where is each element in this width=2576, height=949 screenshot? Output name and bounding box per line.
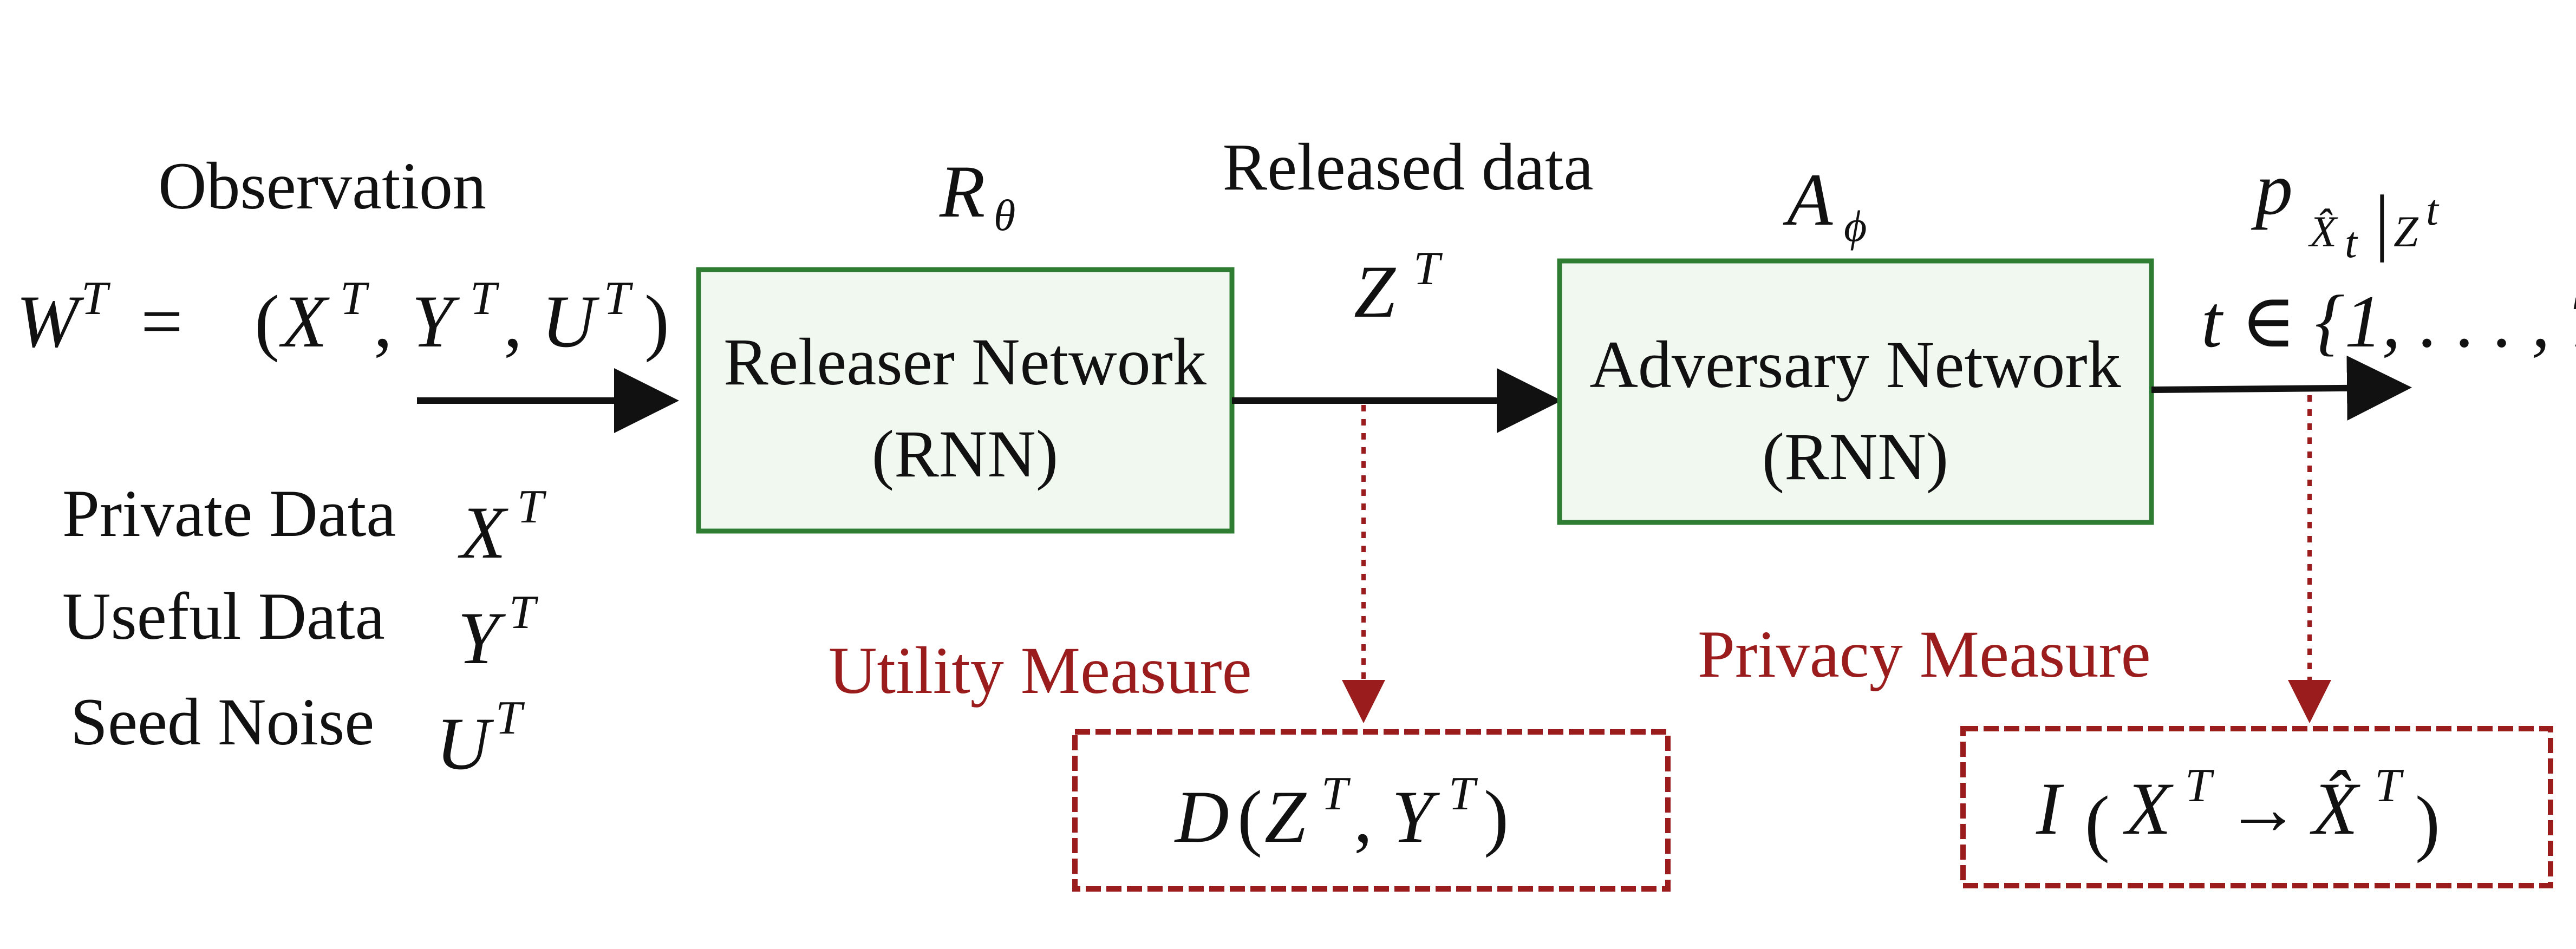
privacy-measure-label: Privacy Measure [1698, 617, 2151, 691]
private-data-sup: T [517, 481, 547, 533]
privacy-x-sup: T [2185, 760, 2215, 812]
observation-title: Observation [158, 149, 486, 223]
output-arrow [2151, 355, 2412, 421]
seed-noise-label: Seed Noise [70, 685, 374, 759]
output-xhat-sub: X̂ [2308, 207, 2338, 256]
seed-noise-symbol: U [436, 702, 494, 785]
releaser-network-box [696, 267, 1235, 534]
utility-formula: D ( Z T , Y T ) [1174, 768, 1509, 858]
tuple-open: ( [255, 280, 279, 363]
adversary-symbol: A ϕ [1783, 158, 1867, 251]
tuple-close: ) [644, 280, 669, 363]
output-distribution: p X̂ t | Z t [2251, 147, 2440, 267]
adversary-network-box [1557, 258, 2154, 525]
released-z-symbol: Z [1354, 250, 1396, 333]
equals-sign: = [141, 280, 183, 363]
utility-measure-label: Utility Measure [829, 633, 1252, 708]
tuple-comma-2: , [504, 280, 523, 363]
tuple-y: Y [412, 280, 460, 363]
utility-y-symbol: Y [1392, 775, 1440, 858]
tuple-comma-1: , [374, 280, 393, 363]
privacy-formula-box [1960, 726, 2553, 888]
w-symbol: W [16, 280, 84, 363]
adversary-A-symbol: A [1783, 158, 1833, 241]
released-data-title: Released data [1222, 130, 1593, 204]
output-z-sub: Z [2394, 207, 2419, 256]
useful-data-label: Useful Data [62, 579, 385, 653]
privacy-I-symbol: I [2036, 767, 2064, 850]
tuple-u: U [542, 280, 600, 363]
privacy-open-paren: ( [2085, 781, 2110, 863]
tuple-u-sup: T [604, 272, 634, 325]
utility-z-sup: T [1321, 768, 1351, 820]
seed-noise-sup: T [495, 692, 525, 744]
privacy-arrow: → [2226, 767, 2300, 850]
releaser-R-symbol: R [939, 150, 985, 233]
output-bar: | [2375, 180, 2390, 263]
adversary-rnn-label: (RNN) [1762, 420, 1948, 494]
output-t-sub: t [2345, 218, 2358, 267]
input-list: Private Data X T Useful Data Y T Seed No… [62, 476, 547, 785]
released-z-sup: T [1413, 243, 1443, 295]
utility-formula-box [1072, 729, 1671, 892]
w-superscript: T [81, 272, 111, 325]
tuple-y-sup: T [470, 272, 500, 325]
utility-z-symbol: Z [1264, 775, 1307, 858]
tuple-x-sup: T [340, 272, 370, 325]
useful-data-sup: T [509, 586, 539, 639]
tuple-x: X [279, 280, 330, 363]
private-data-symbol: X [458, 491, 508, 574]
adversary-network-label: Adversary Network [1589, 328, 2121, 402]
privacy-xhat-sup: T [2375, 760, 2404, 812]
releaser-symbol: R θ [939, 150, 1015, 240]
utility-comma: , [1354, 775, 1373, 858]
output-p-symbol: p [2251, 147, 2293, 230]
useful-data-symbol: Y [458, 597, 506, 679]
utility-close-paren: ) [1484, 775, 1509, 858]
output-z-sup: t [2426, 185, 2440, 234]
output-time-range: t ∈ {1, . . . , T} [2201, 280, 2576, 363]
utility-y-sup: T [1449, 768, 1478, 820]
private-data-label: Private Data [62, 476, 396, 551]
privacy-x-symbol: X [2123, 767, 2174, 850]
privacy-close-paren: ) [2415, 781, 2440, 863]
releaser-network-label: Releaser Network [723, 325, 1207, 399]
observation-formula: W T = ( X T , Y T , U T ) [16, 272, 669, 363]
utility-open-paren: ( [1237, 775, 1262, 858]
releaser-rnn-label: (RNN) [872, 417, 1058, 491]
privacy-formula: I ( X T → X̂ T ) [2036, 760, 2440, 863]
releaser-theta-sub: θ [994, 191, 1015, 240]
adversary-phi-sub: ϕ [1844, 201, 1867, 251]
privacy-xhat-symbol: X̂ [2310, 767, 2360, 850]
utility-D-symbol: D [1174, 775, 1229, 858]
